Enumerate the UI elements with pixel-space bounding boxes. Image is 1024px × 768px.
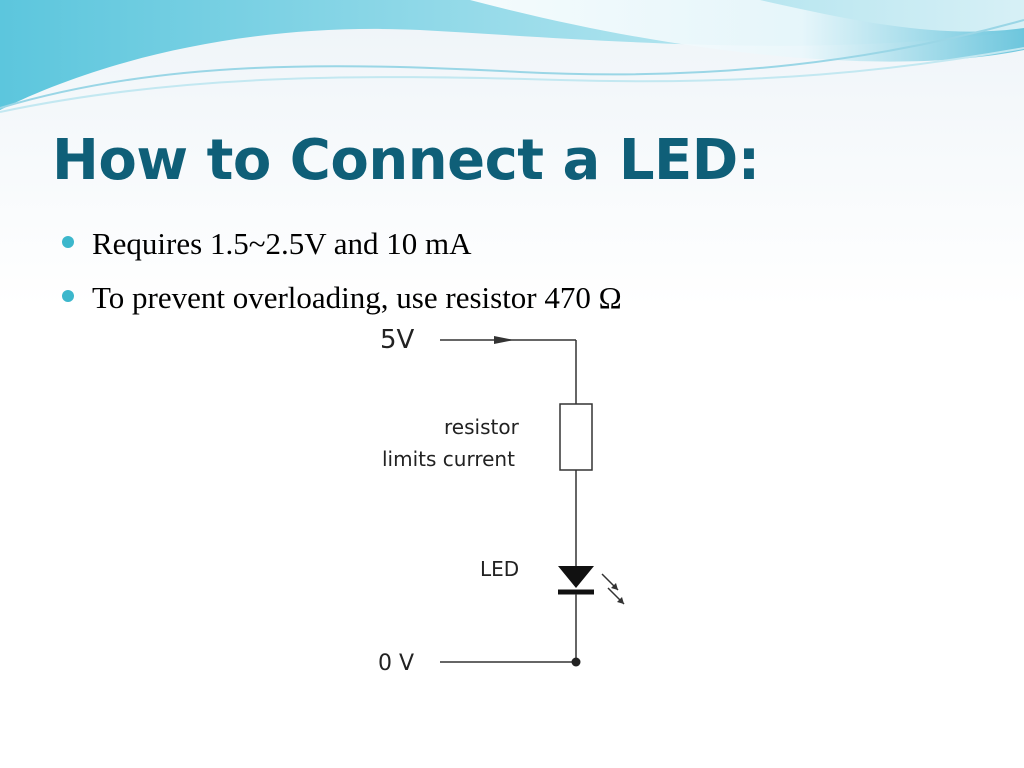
resistor-label-line1: resistor: [444, 415, 520, 439]
slide-title: How to Connect a LED:: [52, 128, 760, 193]
bullet-text: To prevent overloading, use resistor 470…: [92, 280, 622, 315]
bullet-item: Requires 1.5~2.5V and 10 mA: [62, 224, 622, 278]
bullet-list: Requires 1.5~2.5V and 10 mA To prevent o…: [62, 224, 622, 332]
junction-dot: [571, 657, 581, 667]
header-wave-decoration: [0, 0, 1024, 113]
bullet-dot-icon: [62, 236, 74, 248]
led-circuit-diagram: 5V resistor limits current LED 0 V: [368, 318, 634, 682]
ground-label: 0 V: [378, 651, 414, 676]
bullet-dot-icon: [62, 290, 74, 302]
bullet-item: To prevent overloading, use resistor 470…: [62, 278, 622, 332]
led-label: LED: [480, 557, 519, 581]
supply-label: 5V: [380, 325, 415, 355]
led-symbol: [558, 566, 625, 605]
bullet-text: Requires 1.5~2.5V and 10 mA: [92, 226, 472, 261]
current-arrow-icon: [494, 336, 514, 344]
resistor-symbol: [559, 403, 593, 471]
resistor-label-line2: limits current: [382, 447, 515, 471]
